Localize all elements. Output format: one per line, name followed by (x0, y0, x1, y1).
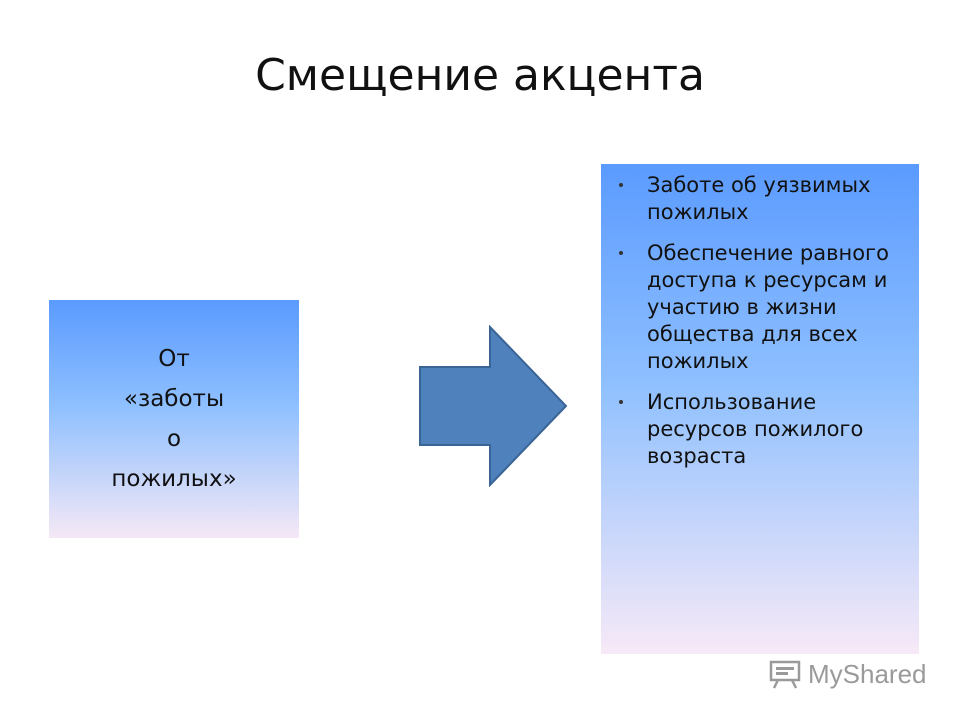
myshared-watermark: MyShared (768, 656, 928, 692)
arrow-right-icon (419, 325, 568, 487)
watermark-text: MyShared (808, 658, 927, 689)
to-box-item-text: Использование ресурсов пожилого возраста (647, 390, 864, 468)
presentation-board-icon (769, 660, 801, 689)
from-box-line: о (166, 426, 182, 452)
to-box-item-text: Заботе об уязвимых пожилых (647, 173, 871, 224)
from-box-line: От (158, 346, 190, 372)
from-box: От «заботы о пожилых» (49, 300, 299, 538)
bullet-icon (619, 183, 623, 187)
from-box-line: «заботы (123, 386, 225, 412)
to-box-item: Заботе об уязвимых пожилых (617, 172, 909, 226)
bullet-icon (619, 251, 623, 255)
slide-title: Смещение акцента (255, 50, 705, 101)
from-box-line: пожилых» (111, 466, 237, 492)
to-box-list: Заботе об уязвимых пожилых Обеспечение р… (617, 172, 909, 470)
to-box-item: Обеспечение равного доступа к ресурсам и… (617, 240, 909, 375)
to-box-item: Использование ресурсов пожилого возраста (617, 389, 909, 470)
bullet-icon (619, 400, 623, 404)
to-box: Заботе об уязвимых пожилых Обеспечение р… (601, 164, 919, 654)
to-box-item-text: Обеспечение равного доступа к ресурсам и… (647, 241, 889, 373)
